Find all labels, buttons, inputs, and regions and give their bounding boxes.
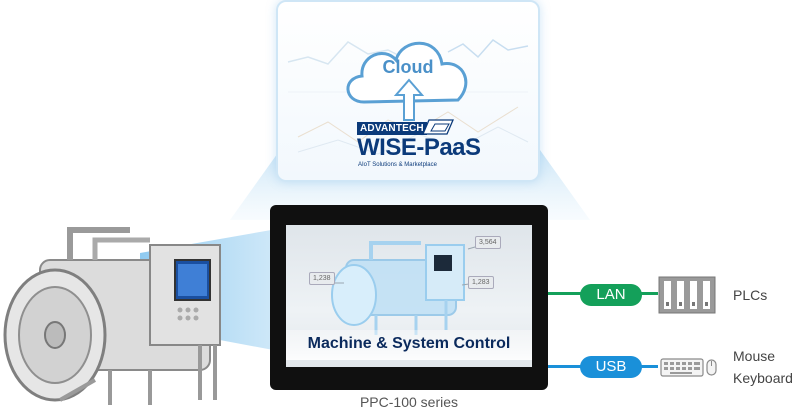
industrial-machine-icon [3, 227, 221, 405]
cloud-label: Cloud [382, 57, 434, 77]
plc-icon [658, 276, 716, 314]
data-tag: 1,238 [309, 272, 335, 285]
cloud-icon [346, 41, 468, 121]
machine-hologram-icon [326, 241, 483, 335]
screen-banner [286, 330, 532, 360]
keyboard-mouse-icon [660, 358, 717, 377]
usb-badge: USB [580, 356, 642, 378]
plcs-label: PLCs [733, 287, 768, 303]
cloud-panel [276, 0, 540, 182]
screen-title: Machine & System Control [307, 335, 511, 352]
series-label: PPC-100 series [359, 394, 459, 410]
wise-paas-tagline: AIoT Solutions & Marketplace [358, 162, 437, 168]
wise-paas-title: WISE-PaaS [357, 134, 481, 161]
mouse-label: Mouse [733, 348, 776, 364]
data-tag: 1,283 [468, 276, 494, 289]
data-tag: 3,564 [475, 236, 501, 249]
wise-paas-logo-icon [423, 119, 454, 135]
keyboard-label: Keyboard [733, 370, 793, 386]
lan-badge: LAN [580, 284, 642, 306]
advantech-logo: ADVANTECH [357, 122, 427, 135]
